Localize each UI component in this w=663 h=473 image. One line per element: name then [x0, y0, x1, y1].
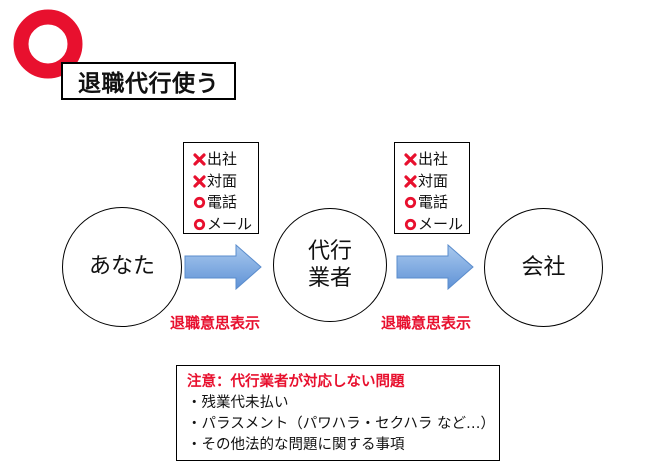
list-item: 対面	[193, 171, 252, 193]
list-item: 電話	[404, 192, 463, 214]
circle-icon	[193, 218, 206, 230]
right-arrow-icon	[184, 244, 262, 290]
node-agent: 代行 業者	[273, 208, 387, 322]
circle-icon	[404, 197, 417, 209]
right-arrow-icon	[396, 244, 474, 290]
diagram-title-text: 退職代行使う	[78, 71, 219, 97]
node-you-label: あなた	[88, 254, 155, 280]
red-circle-mark-icon	[13, 9, 83, 79]
list-item: 電話	[193, 192, 252, 214]
list-item: ・その他法的な問題に関する事項	[187, 437, 405, 453]
circle-icon	[404, 218, 417, 230]
list-item: 出社	[193, 149, 252, 171]
list-item-label: 出社	[418, 150, 449, 168]
node-you: あなた	[62, 207, 182, 327]
list-item-label: 電話	[418, 193, 449, 211]
list-item: メール	[404, 214, 463, 236]
list-item-label: メール	[207, 214, 253, 233]
node-agent-label-line2: 業者	[307, 266, 352, 291]
list-item-label: メール	[418, 214, 464, 233]
list-item-label: 電話	[207, 193, 238, 211]
list-item: ・残業代未払い	[187, 395, 289, 411]
cross-icon	[404, 175, 417, 188]
diagram-title: 退職代行使う	[61, 62, 236, 100]
list-item-label: 出社	[207, 150, 238, 168]
cross-icon	[404, 153, 417, 166]
node-agent-label-line1: 代行	[307, 238, 352, 264]
node-company: 会社	[484, 208, 603, 327]
list-item: ・パラスメント（パワハラ・セクハラ など…）	[187, 416, 495, 432]
list-item: 出社	[404, 149, 463, 171]
cross-icon	[193, 175, 206, 188]
arrow-caption: 退職意思表示	[381, 314, 472, 332]
list-item-label: 対面	[207, 171, 238, 190]
list-item-label: 対面	[418, 171, 449, 190]
node-company-label: 会社	[521, 254, 566, 280]
notice-heading: 注意：代行業者が対応しない問題	[187, 374, 405, 390]
checklist-you: 出社 対面 電話 メール	[183, 142, 259, 234]
circle-icon	[193, 197, 206, 209]
cross-icon	[193, 153, 206, 166]
list-item: メール	[193, 214, 252, 236]
arrow-caption: 退職意思表示	[170, 314, 261, 332]
list-item: 対面	[404, 171, 463, 193]
notice-box: 注意：代行業者が対応しない問題 ・残業代未払い ・パラスメント（パワハラ・セクハ…	[176, 365, 500, 461]
checklist-agent: 出社 対面 電話 メール	[394, 142, 470, 234]
